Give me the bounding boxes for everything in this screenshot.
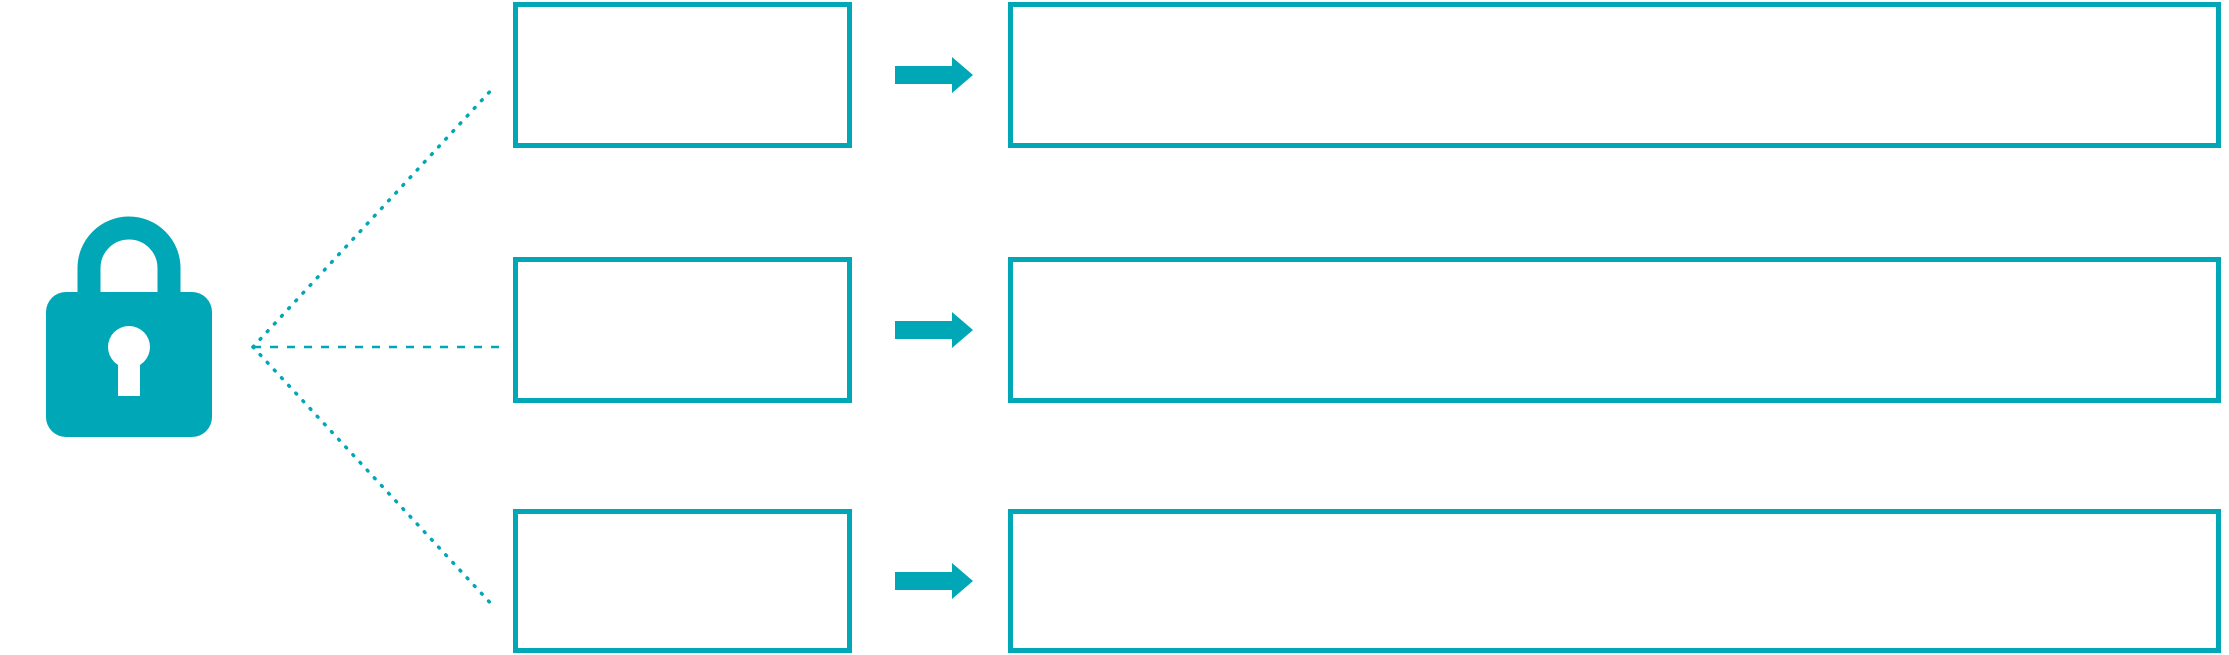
arrow-right-icon bbox=[895, 563, 973, 599]
target-box bbox=[1008, 509, 2221, 653]
source-box bbox=[513, 2, 852, 148]
source-box bbox=[513, 509, 852, 653]
target-box bbox=[1008, 2, 2221, 148]
target-box bbox=[1008, 257, 2221, 403]
source-box bbox=[513, 257, 852, 403]
diagram-row bbox=[0, 509, 2229, 653]
arrow-right-icon bbox=[895, 312, 973, 348]
arrow-right-icon bbox=[895, 57, 973, 93]
diagram-row bbox=[0, 2, 2229, 148]
diagram-row bbox=[0, 257, 2229, 403]
